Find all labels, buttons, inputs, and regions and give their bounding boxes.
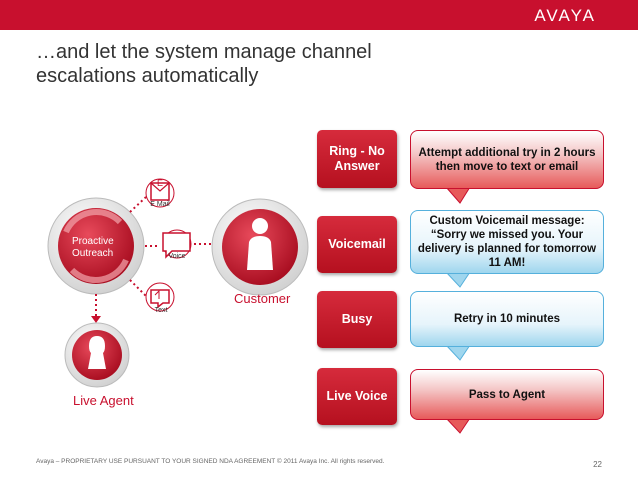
live-agent-icon (64, 322, 130, 388)
condition-live-voice: Live Voice (317, 368, 397, 425)
voice-label: Voice (168, 253, 186, 260)
avaya-logo: AVAYA (534, 6, 596, 25)
customer-icon (211, 198, 309, 296)
header-bar (0, 0, 638, 30)
page-number: 22 (593, 460, 602, 469)
live-agent-label: Live Agent (73, 393, 134, 408)
condition-voicemail: Voicemail (317, 216, 397, 273)
email-label: E Mail (150, 201, 170, 208)
proactive-outreach-label: Proactive Outreach (72, 236, 114, 259)
connector-lines (95, 196, 215, 316)
email-glyph: E (156, 178, 163, 188)
footer-legal: Avaya – PROPRIETARY USE PURSUANT TO YOUR… (36, 458, 385, 465)
action-voicemail: Custom Voicemail message: “Sorry we miss… (410, 210, 604, 274)
callout-tails (444, 186, 471, 434)
customer-label: Customer (234, 291, 291, 306)
text-label: Text (154, 307, 168, 314)
proactive-outreach-icon (47, 197, 145, 295)
slide-title: …and let the system manage channel escal… (36, 41, 372, 87)
condition-busy: Busy (317, 291, 397, 348)
action-ring-no-answer: Attempt additional try in 2 hours then m… (410, 130, 604, 189)
action-live-voice: Pass to Agent (410, 369, 604, 420)
text-icon (145, 282, 175, 312)
voice-icon (162, 229, 192, 259)
action-busy: Retry in 10 minutes (410, 291, 604, 347)
email-icon (145, 178, 175, 208)
condition-ring-no-answer: Ring - No Answer (317, 130, 397, 188)
